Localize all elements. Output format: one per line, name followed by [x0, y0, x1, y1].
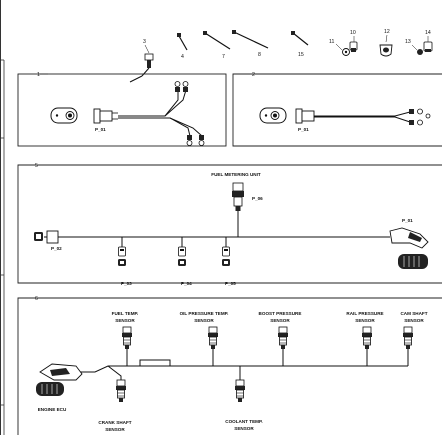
svg-text:FUEL TEMP.: FUEL TEMP.: [112, 311, 139, 316]
connector-p03: [117, 246, 127, 267]
panel-2-flange-connector: [259, 107, 287, 124]
panel-2-terminals: [409, 108, 431, 126]
engine-ecu-connector: [36, 363, 83, 396]
part-15: 15: [291, 31, 309, 58]
panel-1: 1 P_01: [17, 72, 227, 147]
fuel-metering-unit: [232, 182, 244, 211]
part-number-13: 13: [405, 39, 411, 45]
svg-text:SENSOR: SENSOR: [194, 318, 214, 323]
panel-1-plug-label: P_01: [95, 127, 106, 132]
panel-1-terminals-top: [174, 81, 189, 92]
part-10: 10: [349, 30, 358, 52]
fmu-plug-label: P_06: [252, 196, 263, 201]
oil-pressure-sensor-label: OIL PRESSURE TEMP. SENSOR: [180, 311, 229, 323]
left-frame: [0, 0, 5, 435]
coolant-temp-sensor: [234, 379, 246, 403]
svg-text:SENSOR: SENSOR: [404, 318, 424, 323]
connector-p05: [221, 246, 231, 267]
plug-p04-label: P_04: [181, 281, 192, 286]
svg-text:OIL PRESSURE TEMP.: OIL PRESSURE TEMP.: [180, 311, 229, 316]
panel-2-plug-label: P_01: [298, 127, 309, 132]
parts-row: 3 4 7 8 15: [129, 29, 433, 83]
boost-pressure-sensor-label: BOOST PRESSURE SENSOR: [259, 311, 302, 323]
panel-5-number: 5: [35, 163, 38, 169]
coolant-temp-sensor-label: COOLANT TEMP. SENSOR: [225, 419, 262, 431]
fuel-temp-sensor-label: FUEL TEMP. SENSOR: [112, 311, 139, 323]
left-connector: [34, 230, 59, 244]
panel-2: 2 P_01: [232, 72, 442, 147]
panel-1-flange-connector: [50, 107, 78, 124]
connector-p04: [177, 246, 187, 267]
part-number-8: 8: [258, 52, 261, 58]
plug-p03-label: P_03: [121, 281, 132, 286]
panel-5: 5 FUEL METERING UNIT P_06 P_02 P_03 P_04…: [17, 163, 442, 286]
engine-ecu-label: ENGINE ECU: [38, 407, 67, 412]
svg-text:SENSOR: SENSOR: [355, 318, 375, 323]
panel-6-number: 6: [35, 296, 38, 302]
fuel-temp-sensor: [121, 326, 133, 350]
cam-shaft-sensor: [402, 326, 414, 350]
rail-pressure-sensor: [361, 326, 373, 350]
panel-6: 6 FUEL TEMP. SENSOR OIL PRESSURE TEMP. S…: [17, 296, 442, 435]
part-number-7: 7: [222, 54, 225, 60]
svg-text:SENSOR: SENSOR: [105, 427, 125, 432]
rail-pressure-sensor-label: RAIL PRESSURE SENSOR: [346, 311, 383, 323]
part-8: 8: [232, 30, 269, 58]
cam-shaft-sensor-label: CAM SHAFT SENSOR: [400, 311, 427, 323]
svg-text:COOLANT TEMP.: COOLANT TEMP.: [225, 419, 262, 424]
svg-text:CAM SHAFT: CAM SHAFT: [400, 311, 427, 316]
part-14: 14: [423, 30, 433, 52]
svg-text:BOOST PRESSURE: BOOST PRESSURE: [259, 311, 302, 316]
panel-1-plug: [93, 108, 118, 124]
part-number-10: 10: [350, 30, 356, 36]
part-number-14: 14: [425, 30, 431, 36]
svg-text:SENSOR: SENSOR: [234, 426, 254, 431]
part-11: 11: [329, 39, 350, 56]
right-plug-label: P_01: [402, 218, 413, 223]
panel-1-number: 1: [37, 72, 40, 78]
left-plug-label: P_02: [51, 246, 62, 251]
right-connector-mating-plug: [398, 254, 428, 269]
panel-2-number: 2: [252, 72, 255, 78]
crank-shaft-sensor-label: CRANK SHAFT SENSOR: [98, 420, 131, 432]
part-number-11: 11: [329, 39, 334, 45]
plug-p05-label: P_05: [225, 281, 236, 286]
svg-text:RAIL PRESSURE: RAIL PRESSURE: [346, 311, 383, 316]
right-connector: [389, 227, 429, 249]
part-7: 7: [203, 31, 231, 60]
boost-pressure-sensor: [277, 326, 289, 350]
part-13: 13: [405, 39, 423, 55]
part-number-4: 4: [181, 54, 184, 60]
svg-text:SENSOR: SENSOR: [270, 318, 290, 323]
svg-text:SENSOR: SENSOR: [115, 318, 135, 323]
part-number-12: 12: [384, 29, 390, 35]
part-number-15: 15: [298, 52, 304, 58]
panel-1-terminals-bottom: [186, 135, 205, 146]
part-3: 3: [129, 39, 154, 83]
part-4: 4: [177, 33, 188, 60]
oil-pressure-sensor: [207, 326, 219, 350]
fuel-metering-unit-label: FUEL METERING UNIT: [211, 172, 261, 177]
panel-2-plug: [295, 108, 315, 124]
crank-shaft-sensor: [115, 379, 127, 403]
svg-text:CRANK SHAFT: CRANK SHAFT: [98, 420, 131, 425]
part-12: 12: [379, 29, 393, 57]
part-number-3: 3: [143, 39, 146, 45]
